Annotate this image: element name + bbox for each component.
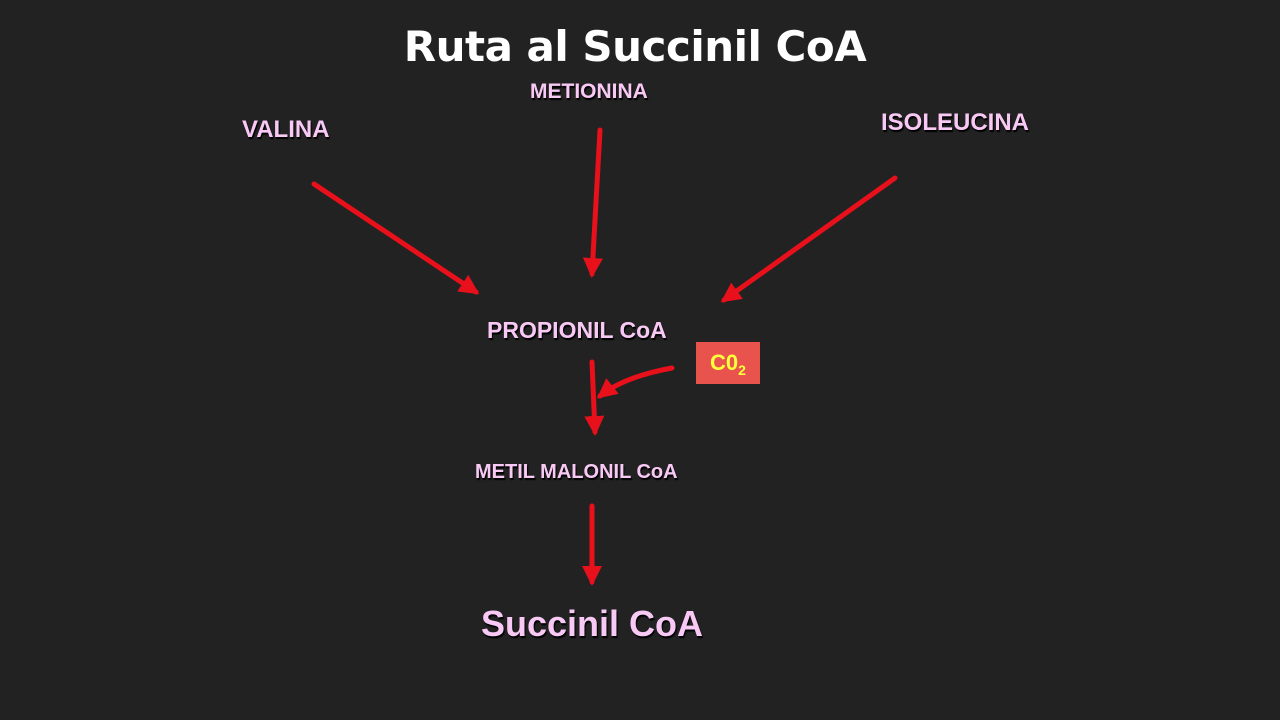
co2-label: C0: [710, 350, 739, 375]
node-succinil-coa: Succinil CoA: [481, 603, 704, 644]
node-metionina: METIONINA: [530, 80, 648, 103]
arrow-valina-to-propionil: [311, 181, 480, 295]
node-metil-malonil-coa: METIL MALONIL CoA: [475, 461, 678, 483]
slide-title: Ruta al Succinil CoA: [403, 22, 867, 71]
arrow-isoleucina-to-propionil: [720, 175, 898, 303]
co2-subscript: 2: [738, 362, 746, 378]
node-propionil-coa: PROPIONIL CoA: [487, 317, 667, 343]
arrow-propionil-to-metil-malonil: [584, 359, 605, 436]
node-valina: VALINA: [242, 116, 330, 143]
node-isoleucina: ISOLEUCINA: [881, 109, 1030, 136]
arrow-metionina-to-propionil: [582, 127, 603, 278]
co2-box: C02: [696, 342, 760, 384]
arrow-co2-incoming: [596, 365, 675, 399]
